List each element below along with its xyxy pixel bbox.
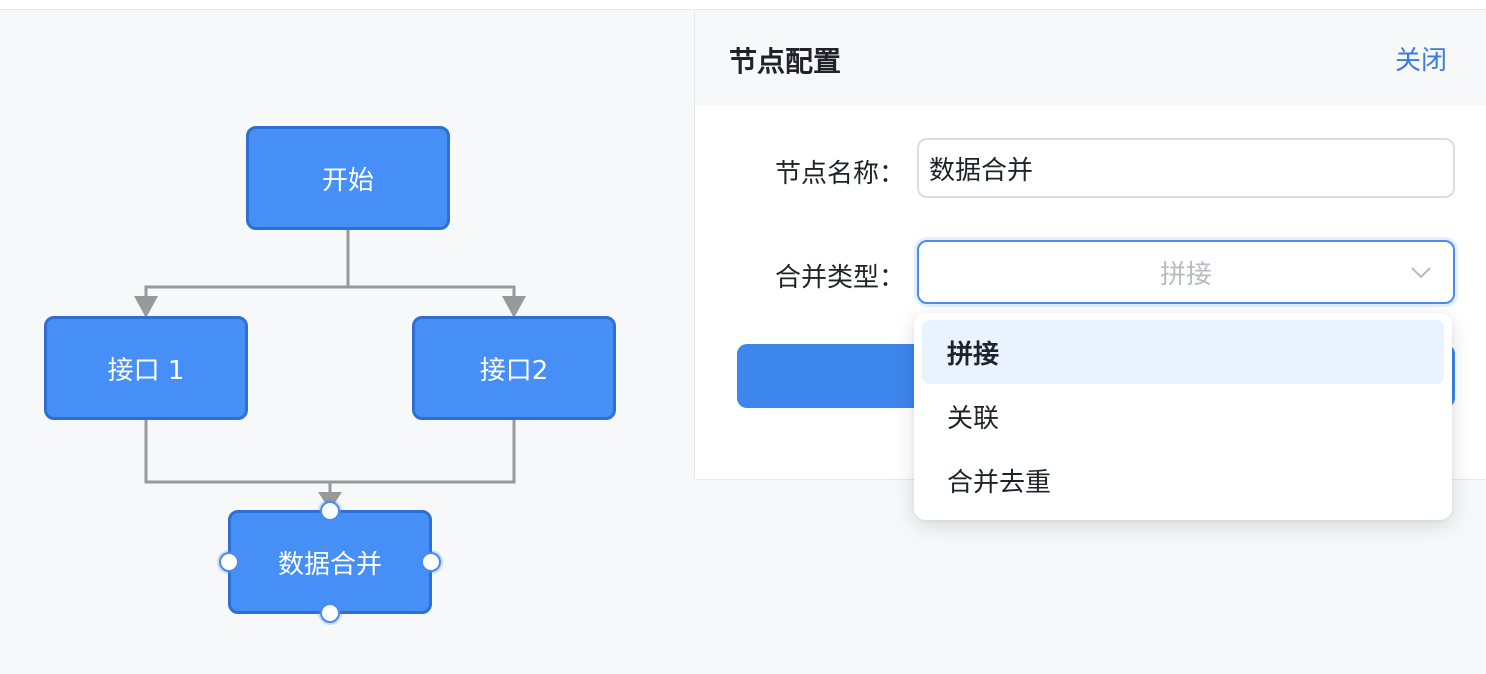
connection-handle-left[interactable]	[219, 552, 239, 572]
option-concat[interactable]: 拼接	[922, 320, 1444, 384]
connection-handle-right[interactable]	[421, 552, 441, 572]
merge-type-dropdown: 拼接 关联 合并去重	[914, 313, 1452, 520]
edge-api2-to-merge	[330, 418, 516, 484]
edge-api1-to-merge	[144, 418, 332, 497]
node-name-label: 节点名称：	[774, 159, 905, 189]
arrow-icon	[134, 296, 158, 318]
node-name-input[interactable]: 数据合并	[917, 138, 1455, 198]
node-label: 接口 1	[107, 355, 185, 386]
merge-type-label: 合并类型：	[774, 263, 905, 293]
edge-start-to-api1	[144, 228, 350, 302]
flow-canvas[interactable]: 开始 接口 1 接口2 数据合并	[0, 10, 694, 674]
connection-handle-bottom[interactable]	[320, 603, 340, 623]
merge-type-select[interactable]: 拼接	[917, 240, 1455, 304]
close-button[interactable]: 关闭	[1394, 46, 1447, 76]
panel-header: 节点配置 关闭	[695, 10, 1486, 105]
node-label: 开始	[321, 165, 374, 196]
node-label: 数据合并	[277, 549, 382, 580]
option-merge-dedupe[interactable]: 合并去重	[947, 467, 1052, 498]
flow-edges	[134, 228, 526, 510]
arrow-icon	[502, 296, 526, 318]
node-label: 接口2	[479, 355, 549, 386]
connection-handle-top[interactable]	[320, 501, 340, 521]
top-bar	[0, 0, 1486, 10]
node-data-merge[interactable]: 数据合并	[228, 510, 432, 614]
node-api-2[interactable]: 接口2	[412, 316, 616, 420]
node-name-value: 数据合并	[929, 155, 1034, 186]
option-join[interactable]: 关联	[947, 403, 1000, 434]
node-api-1[interactable]: 接口 1	[44, 316, 248, 420]
node-start[interactable]: 开始	[246, 126, 450, 230]
edge-start-to-api2	[348, 285, 516, 302]
merge-type-value: 拼接	[1159, 259, 1212, 290]
chevron-down-icon	[1411, 267, 1431, 279]
panel-title: 节点配置	[729, 45, 842, 78]
